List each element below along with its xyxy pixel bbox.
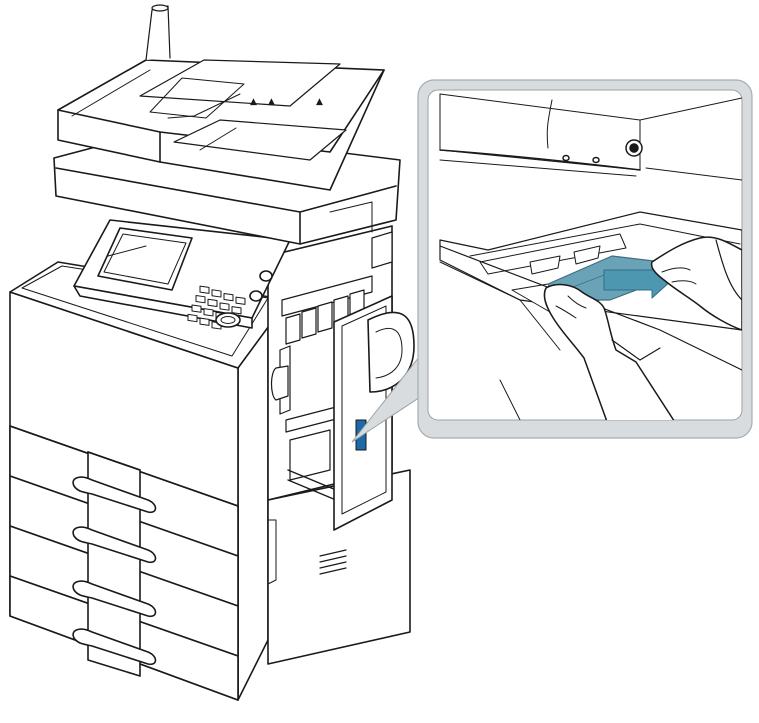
stop-button[interactable]: [250, 291, 262, 301]
touch-screen[interactable]: [98, 228, 192, 290]
hand-icon: [544, 285, 680, 420]
tray-handle[interactable]: [73, 581, 155, 616]
hand-icon: [652, 237, 742, 330]
detail-callout: [418, 80, 752, 438]
keypad[interactable]: [188, 286, 245, 329]
printer: ▲ ▲ ▲: [10, 5, 414, 700]
adf-mark: ▲: [316, 97, 323, 107]
adf-mark: ▲: [250, 97, 257, 107]
printer-side-panel: [238, 318, 268, 700]
start-button[interactable]: [216, 313, 240, 327]
tray-handle[interactable]: [73, 629, 155, 664]
power-button[interactable]: [260, 271, 272, 281]
tray-handle[interactable]: [73, 477, 155, 512]
tray-handle[interactable]: [73, 527, 155, 562]
adf-mark: ▲: [268, 97, 275, 107]
